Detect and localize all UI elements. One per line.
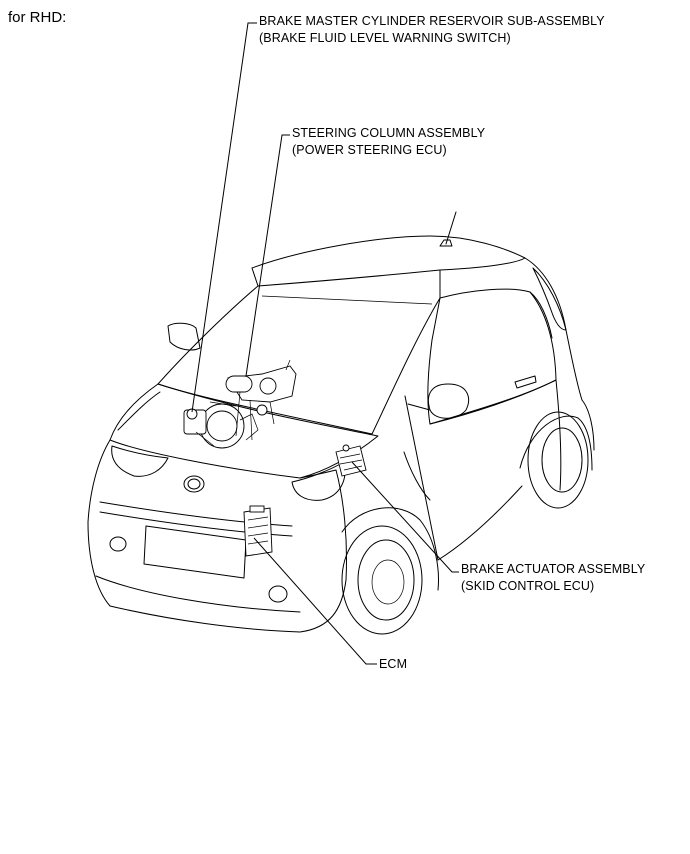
- leader-ecm: [253, 537, 377, 665]
- label-brake-actuator-line2: (SKID CONTROL ECU): [461, 579, 595, 593]
- car-body: [87, 211, 595, 635]
- brake-actuator-part: [335, 444, 367, 477]
- label-brake-master-cylinder: BRAKE MASTER CYLINDER RESERVOIR SUB-ASSE…: [259, 13, 605, 47]
- brake-master-cylinder-part: [183, 401, 259, 449]
- leader-steering-column: [245, 134, 290, 377]
- label-brake-master-cylinder-line1: BRAKE MASTER CYLINDER RESERVOIR SUB-ASSE…: [259, 14, 605, 28]
- fog-light-left: [109, 536, 127, 552]
- license-plate: [143, 525, 247, 579]
- label-steering-column: STEERING COLUMN ASSEMBLY (POWER STEERING…: [292, 125, 485, 159]
- steering-column-part: [225, 359, 297, 441]
- label-brake-actuator-line1: BRAKE ACTUATOR ASSEMBLY: [461, 562, 646, 576]
- side-mirror: [427, 383, 470, 419]
- ecm-part: [243, 505, 273, 557]
- leader-brake-master-cylinder: [191, 22, 257, 413]
- label-ecm-line1: ECM: [379, 657, 408, 671]
- headlight-left: [111, 445, 169, 477]
- front-wheel: [341, 525, 423, 635]
- fog-light-right: [268, 585, 288, 603]
- emblem: [183, 475, 205, 493]
- leader-brake-actuator: [351, 461, 459, 573]
- diagram-caption: for RHD:: [8, 9, 67, 26]
- side-window: [427, 288, 557, 425]
- label-brake-master-cylinder-line2: (BRAKE FLUID LEVEL WARNING SWITCH): [259, 31, 511, 45]
- rear-wheel: [527, 411, 589, 509]
- roof: [251, 235, 526, 287]
- label-steering-column-line2: (POWER STEERING ECU): [292, 143, 447, 157]
- label-steering-column-line1: STEERING COLUMN ASSEMBLY: [292, 126, 486, 140]
- front-fascia: [87, 439, 348, 633]
- headlight-right: [291, 461, 346, 501]
- antenna: [439, 211, 457, 247]
- door-handle: [514, 375, 537, 389]
- rear-wheel-arch: [519, 415, 593, 471]
- label-brake-actuator: BRAKE ACTUATOR ASSEMBLY (SKID CONTROL EC…: [461, 561, 645, 595]
- label-ecm: ECM: [379, 656, 407, 673]
- front-wheel-arch: [341, 507, 439, 591]
- left-mirror: [167, 322, 201, 351]
